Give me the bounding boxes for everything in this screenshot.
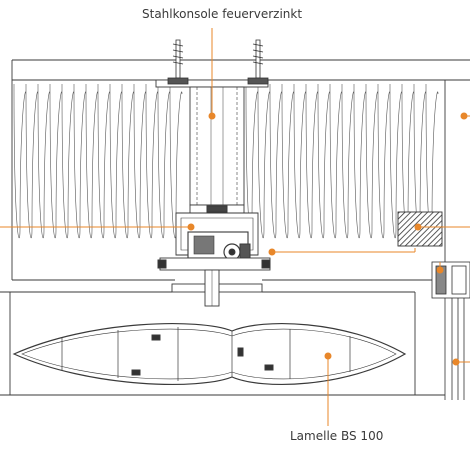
slat-label: Lamelle BS 100 xyxy=(290,429,384,443)
window-frame xyxy=(431,261,470,400)
steel-bracket xyxy=(155,79,271,307)
steel-bracket-label: Stahlkonsole feuerverzinkt xyxy=(142,7,303,21)
anchor-screw-right xyxy=(247,39,269,85)
insulation-left xyxy=(13,83,183,239)
lamella-profile xyxy=(12,322,407,386)
callout-lines xyxy=(0,28,470,426)
slat-housing xyxy=(0,291,445,396)
ceiling-outline xyxy=(11,59,470,281)
anchor-screw-left xyxy=(167,39,189,85)
